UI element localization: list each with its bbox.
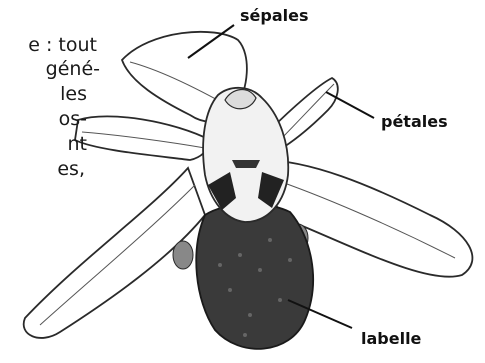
labelle-shape	[196, 204, 313, 349]
text-fragment-6: es,	[57, 158, 85, 180]
text-fragment-2: géné-	[46, 58, 100, 80]
text-fragment-1: e : tout	[28, 34, 97, 56]
label-sepales: sépales	[240, 6, 308, 25]
text-fragment-4: os-	[59, 108, 87, 130]
label-petales: pétales	[381, 112, 448, 131]
text-fragment-5: nt	[68, 133, 88, 155]
text-fragment-3: les	[60, 83, 87, 105]
label-labelle: labelle	[361, 329, 421, 348]
